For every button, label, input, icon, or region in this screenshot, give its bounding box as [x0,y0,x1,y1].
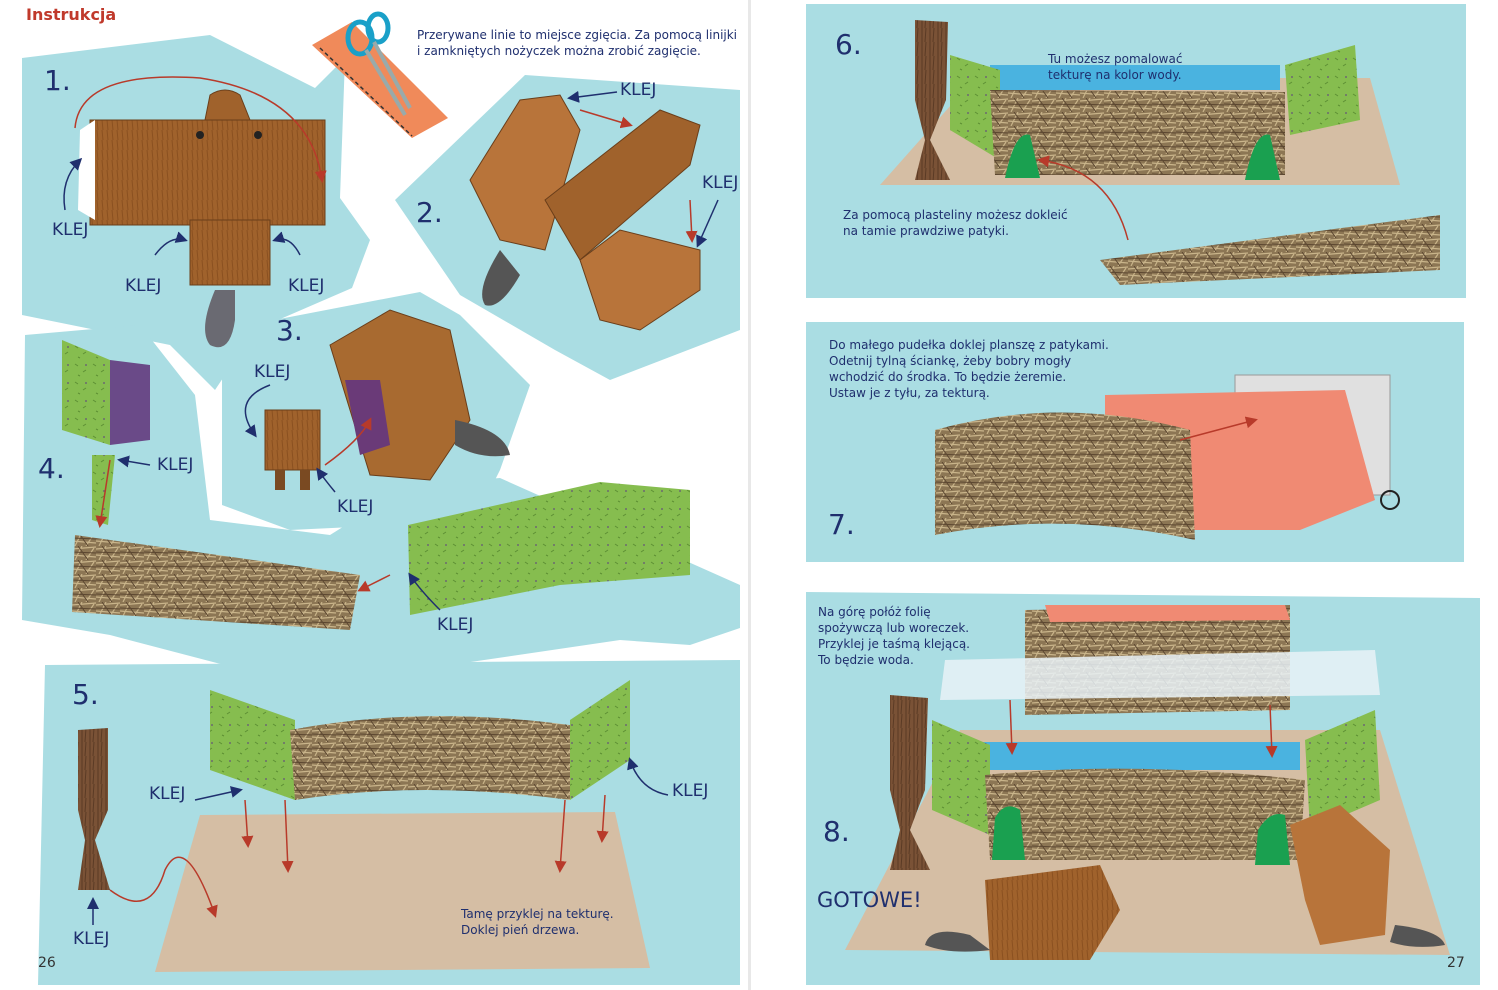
glue-arrows [63,90,719,925]
step-number-1: 1. [44,64,71,97]
glue-label: KLEJ [52,220,89,240]
step8-line-2: spożywczą lub woreczek. [818,621,970,635]
tip-line-1: Przerywane linie to miejsce zgięcia. Za … [417,28,738,42]
step2-beaver-folded [469,94,701,331]
step-number-4: 4. [38,452,65,485]
book-spine [748,0,751,990]
step-number-6: 6. [835,28,862,61]
step8-line-4: To będzie woda. [818,653,914,667]
step7-line-1: Do małego pudełka doklej planszę z patyk… [829,338,1109,352]
step8-line-1: Na górę połóż folię [818,605,931,619]
page-number-right: 27 [1447,955,1465,971]
step7-line-4: Ustaw je z tyłu, za tekturą. [829,386,990,400]
glue-label: KLEJ [73,929,110,949]
step5-line-1: Tamę przyklej na tekturę. [461,907,614,921]
glue-label: KLEJ [157,455,194,475]
step-number-2: 2. [416,196,443,229]
glue-label: KLEJ [254,362,291,382]
step6-sticks-line-2: na tamie prawdziwe patyki. [843,224,1009,238]
step-number-7: 7. [828,508,855,541]
page-title: Instrukcja [26,5,117,24]
glue-label: KLEJ [125,276,162,296]
glue-label: KLEJ [288,276,325,296]
page-number-left: 26 [38,955,56,971]
ruler-scissors-illustration [312,11,448,138]
step5-text: Tamę przyklej na tekturę. Doklej pień dr… [461,906,614,938]
step8-scene [845,605,1450,960]
step3-beaver-standing [264,309,510,490]
step-number-3: 3. [276,314,303,347]
glue-label: KLEJ [620,80,657,100]
glue-label: KLEJ [337,497,374,517]
glue-label: KLEJ [672,781,709,801]
step7-line-2: Odetnij tylną ściankę, żeby bobry mogły [829,354,1072,368]
done-label: GOTOWE! [817,888,922,912]
glue-label: KLEJ [702,173,739,193]
step6-water-line-1: Tu możesz pomalować [1048,52,1183,66]
step6-scene [880,20,1440,285]
step1-beaver-net [74,76,327,348]
cardboard-base [155,812,650,972]
step7-text: Do małego pudełka doklej planszę z patyk… [829,337,1109,401]
glue-label: KLEJ [437,615,474,635]
glue-label: KLEJ [149,784,186,804]
tip-text: Przerywane linie to miejsce zgięcia. Za … [417,27,737,59]
step-number-5: 5. [72,678,99,711]
tip-line-2: i zamkniętych nożyczek można zrobić zagi… [417,44,701,58]
step7-line-3: wchodzić do środka. To będzie żeremie. [829,370,1067,384]
step6-sticks-text: Za pomocą plasteliny możesz dokleić na t… [843,207,1068,239]
step6-sticks-line-1: Za pomocą plasteliny możesz dokleić [843,208,1068,222]
step6-water-text: Tu możesz pomalować tekturę na kolor wod… [1048,51,1182,83]
step5-assembly [78,680,669,972]
step8-text: Na górę połóż folię spożywczą lub worecz… [818,604,970,668]
step4-dam-parts [62,340,690,630]
step8-line-3: Przyklej je taśmą klejącą. [818,637,970,651]
step6-water-line-2: tekturę na kolor wody. [1048,68,1182,82]
step-number-8: 8. [823,815,850,848]
step5-line-2: Doklej pień drzewa. [461,923,580,937]
step7-scene [935,374,1400,540]
